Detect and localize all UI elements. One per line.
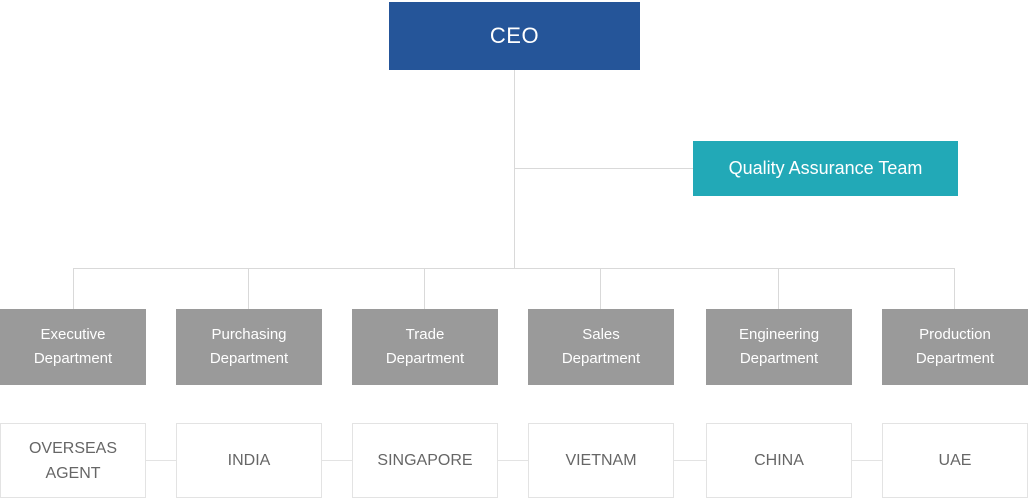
country-label: CHINA <box>754 452 804 469</box>
country-label: UAE <box>938 452 972 469</box>
country-label: SINGAPORE <box>377 452 473 469</box>
connector-drop-production <box>954 268 955 309</box>
department-label: Executive Department <box>33 326 113 367</box>
ceo-label: CEO <box>489 23 540 48</box>
connector-qa-branch <box>514 168 693 169</box>
country-box-india: INDIA <box>176 423 322 498</box>
department-box-production: Production Department <box>882 309 1028 385</box>
connector-ceo-vertical <box>514 70 515 268</box>
department-box-purchasing: Purchasing Department <box>176 309 322 385</box>
qa-team-label: Quality Assurance Team <box>728 158 923 178</box>
connector-country-link-5 <box>852 460 882 461</box>
connector-country-link-2 <box>322 460 352 461</box>
department-label: Purchasing Department <box>209 326 289 367</box>
connector-country-link-1 <box>146 460 176 461</box>
connector-drop-executive <box>73 268 74 309</box>
country-box-singapore: SINGAPORE <box>352 423 498 498</box>
connector-country-link-4 <box>674 460 706 461</box>
qa-team-box: Quality Assurance Team <box>693 141 958 196</box>
connector-drop-purchasing <box>248 268 249 309</box>
connector-drop-sales <box>600 268 601 309</box>
country-box-china: CHINA <box>706 423 852 498</box>
department-label: Engineering Department <box>738 326 820 367</box>
connector-drop-engineering <box>778 268 779 309</box>
country-label: INDIA <box>227 452 271 469</box>
country-box-overseas-agent: OVERSEAS AGENT <box>0 423 146 498</box>
department-label: Trade Department <box>385 326 465 367</box>
ceo-box: CEO <box>389 2 640 70</box>
country-label: VIETNAM <box>565 452 637 469</box>
department-box-executive: Executive Department <box>0 309 146 385</box>
connector-departments-horizontal <box>73 268 955 269</box>
department-box-sales: Sales Department <box>528 309 674 385</box>
connector-country-link-3 <box>498 460 528 461</box>
country-box-vietnam: VIETNAM <box>528 423 674 498</box>
department-box-trade: Trade Department <box>352 309 498 385</box>
country-label: OVERSEAS AGENT <box>28 439 118 482</box>
connector-drop-trade <box>424 268 425 309</box>
department-label: Production Department <box>915 326 995 367</box>
department-label: Sales Department <box>561 326 641 367</box>
country-box-uae: UAE <box>882 423 1028 498</box>
department-box-engineering: Engineering Department <box>706 309 852 385</box>
